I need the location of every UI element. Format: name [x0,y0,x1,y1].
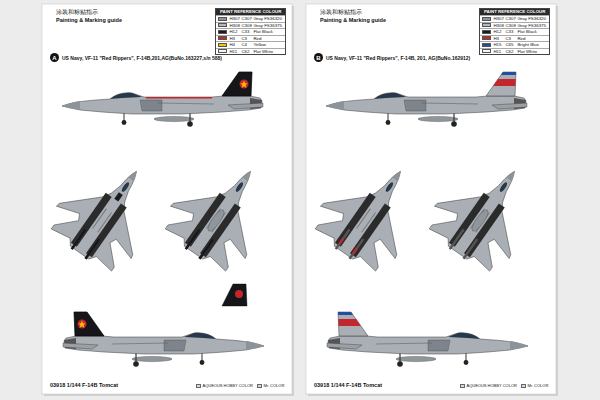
side-view [326,72,527,127]
paint-code: C307 [505,16,517,22]
color-swatch [482,23,491,27]
color-swatch [218,30,227,34]
color-name: Flat Black [517,29,536,35]
title-en: Painting & Marking guide [320,17,386,23]
scheme-badge: A [50,53,59,62]
color-name: Gray FS36320 [517,16,546,22]
color-name: Flat Black [253,29,272,35]
color-swatch [482,43,491,47]
color-swatch [218,49,227,53]
paint-code: C3 [505,36,517,42]
plan-view [305,145,438,280]
color-swatch [482,17,491,21]
paint-code: C33 [505,29,517,35]
color-name: Gray FS36375 [253,23,282,29]
paint-code: H307 [229,16,241,22]
color-name: Bright Blue [517,42,538,48]
paint-code: C308 [505,23,517,29]
paint-row: H307C307Gray FS36320 [216,15,285,22]
kit-number: 03918 1/144 F-14B Tomcat [314,382,382,388]
paint-code: C3 [241,36,253,42]
side-view [62,72,263,127]
paint-table: PAINT REFERENCE COLOURH307C307Gray FS363… [215,8,286,55]
color-swatch [482,49,491,53]
paint-row: H15C65Bright Blue [480,41,549,48]
color-name: Yellow [253,42,266,48]
title-cn: 涂装和标贴指示 [56,9,98,16]
title-en: Painting & Marking guide [56,17,122,23]
color-name: Gray FS36320 [253,16,282,22]
paint-row: H307C307Gray FS36320 [480,15,549,22]
paint-row: H11C62Flat White [216,48,285,55]
color-swatch [482,30,491,34]
paint-row: H308C308Gray FS36375 [216,22,285,29]
color-swatch [218,36,227,40]
paint-code: C33 [241,29,253,35]
paint-code: C4 [241,42,253,48]
color-name: Red [253,36,261,42]
title-cn: 涂装和标贴指示 [320,9,362,16]
instruction-page: 涂装和标贴指示Painting & Marking guide 03918 1/1… [42,4,292,394]
paint-code: H3 [493,36,505,42]
paint-table: PAINT REFERENCE COLOURH307C307Gray FS363… [479,8,550,55]
paint-row: H308C308Gray FS36375 [480,22,549,29]
plan-view [41,145,174,280]
table-heading: PAINT REFERENCE COLOUR [216,9,285,15]
legend-text: Mr. COLOR [263,383,284,388]
instruction-page: 涂装和标贴指示Painting & Marking guide 03918 1/1… [306,4,556,394]
paint-code: H12 [493,29,505,35]
paint-code: H11 [493,49,505,55]
paint-code: C308 [241,23,253,29]
color-brand-legend: AQUEOUS HOBBY COLOR Mr. COLOR [192,383,284,388]
legend-text: Mr. COLOR [527,383,548,388]
page [306,4,556,394]
color-name: Gray FS36375 [517,23,546,29]
paint-code: H4 [229,42,241,48]
paint-code: C62 [505,49,517,55]
scheme-letter: B [316,55,320,61]
color-name: Flat White [253,49,273,55]
color-brand-legend: AQUEOUS HOBBY COLOR Mr. COLOR [456,383,548,388]
paint-code: H15 [493,42,505,48]
paint-code: H307 [493,16,505,22]
table-heading: PAINT REFERENCE COLOUR [480,9,549,15]
side-view [327,312,528,367]
legend-icon [521,384,526,388]
legend-icon [460,384,465,388]
side-view [63,312,264,367]
plan-view [419,145,552,280]
color-swatch [482,36,491,40]
paint-row: H11C62Flat White [480,48,549,55]
plan-view [155,145,288,280]
paint-code: C62 [241,49,253,55]
scheme-letter: A [52,55,56,61]
paint-code: C307 [241,16,253,22]
paint-code: H3 [229,36,241,42]
color-swatch [218,43,227,47]
legend-text: AQUEOUS HOBBY COLOR [203,383,253,388]
legend-icon [196,384,201,388]
color-swatch [218,17,227,21]
legend-text: AQUEOUS HOBBY COLOR [467,383,517,388]
paint-code: C65 [505,42,517,48]
color-swatch [218,23,227,27]
color-name: Flat White [517,49,537,55]
scheme-caption: US Navy, VF-11 "Red Rippers", F-14B, 201… [326,55,470,61]
tail-fin-detail [222,284,247,306]
scheme-badge: B [314,53,323,62]
color-name: Red [517,36,525,42]
kit-number: 03918 1/144 F-14B Tomcat [50,382,118,388]
scheme-caption: US Navy, VF-11 "Red Rippers", F-14B,201,… [62,55,222,61]
paint-code: H308 [493,23,505,29]
paint-code: H12 [229,29,241,35]
legend-icon [257,384,262,388]
paint-code: H11 [229,49,241,55]
page [42,4,292,394]
paint-code: H308 [229,23,241,29]
